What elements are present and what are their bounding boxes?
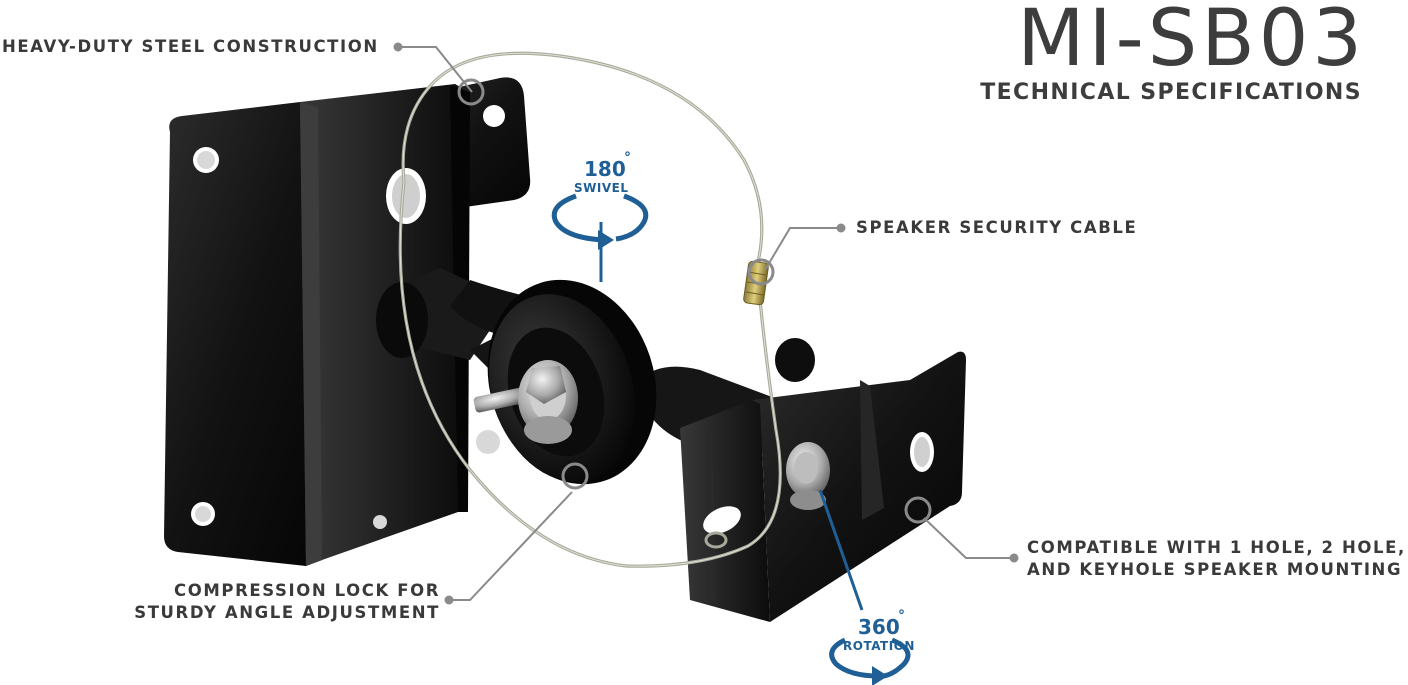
degree-symbol: °	[624, 150, 631, 166]
rotation-label: ROTATION	[843, 639, 915, 653]
callout-steel-construction: HEAVY-DUTY STEEL CONSTRUCTION	[2, 37, 379, 56]
keyhole-slot	[703, 506, 741, 534]
lock-handle	[473, 387, 529, 413]
bracket-hole	[483, 105, 505, 127]
compression-disc	[473, 279, 657, 485]
speaker-bracket	[680, 351, 966, 622]
callout-compression-line2: STURDY ANGLE ADJUSTMENT	[134, 603, 440, 622]
product-subtitle: TECHNICAL SPECIFICATIONS	[980, 80, 1362, 105]
swivel-badge: 180 ° SWIVEL	[551, 150, 649, 282]
swivel-value: 180	[584, 157, 626, 181]
callout-compatible-line2: AND KEYHOLE SPEAKER MOUNTING	[1027, 560, 1403, 579]
swivel-arrow-icon	[551, 193, 605, 243]
callout-security-cable: SPEAKER SECURITY CABLE	[856, 218, 1138, 237]
callout-compatible-line1: COMPATIBLE WITH 1 HOLE, 2 HOLE,	[1027, 538, 1406, 557]
product-model-title: MI-SB03	[1017, 0, 1366, 84]
degree-symbol: °	[898, 608, 905, 624]
callout-compression-lock: COMPRESSION LOCK FOR STURDY ANGLE ADJUST…	[134, 580, 440, 624]
callout-compression-line1: COMPRESSION LOCK FOR	[174, 581, 440, 600]
rotation-value: 360	[858, 615, 900, 639]
callout-leaders	[393, 42, 1019, 605]
rotation-badge: 360 ° ROTATION	[818, 489, 915, 685]
callout-compatible-mounting: COMPATIBLE WITH 1 HOLE, 2 HOLE, AND KEYH…	[1027, 537, 1406, 581]
rotation-arrow-icon	[829, 637, 879, 679]
swivel-label: SWIVEL	[574, 181, 628, 195]
